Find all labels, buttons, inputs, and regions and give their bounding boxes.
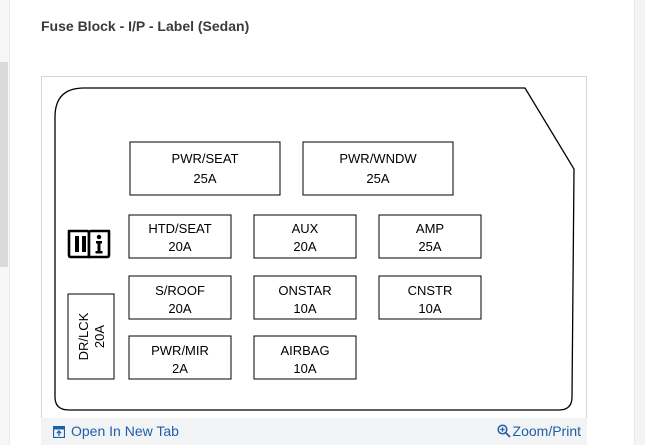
fuse-label: S/ROOF: [155, 283, 205, 298]
fuse-label: AMP: [416, 221, 444, 236]
fuse-rating: 20A: [168, 239, 191, 254]
fuse-rating: 20A: [293, 239, 316, 254]
zoom-print-label: Zoom/Print: [512, 423, 581, 439]
fuse-rating: 20A: [92, 325, 107, 348]
fuse-label: CNSTR: [408, 283, 453, 298]
left-scrollbar[interactable]: [0, 62, 8, 267]
fuse-rating: 25A: [418, 239, 441, 254]
fuse-label: AIRBAG: [280, 343, 329, 358]
fuse-pwr-seat: PWR/SEAT 25A: [129, 141, 281, 196]
manual-book-info-icon: [67, 229, 111, 259]
open-in-new-tab-icon: [53, 426, 65, 438]
fuse-cnstr: CNSTR 10A: [378, 275, 482, 320]
fuse-block-outline: [54, 87, 575, 411]
fuse-label: ONSTAR: [278, 283, 331, 298]
fuse-htd-seat: HTD/SEAT 20A: [128, 214, 232, 259]
fuse-label: DR/LCK: [76, 312, 91, 360]
figure-panel: PWR/SEAT 25A PWR/WNDW 25A HTD/SEAT 20A A…: [41, 76, 587, 445]
fuse-rating: 10A: [418, 301, 441, 316]
fuse-pwr-mir: PWR/MIR 2A: [128, 335, 232, 380]
fuse-onstar: ONSTAR 10A: [253, 275, 357, 320]
fuse-amp: AMP 25A: [378, 214, 482, 259]
right-pane-edge: [634, 0, 645, 445]
fuse-label: PWR/MIR: [151, 343, 209, 358]
fuse-rating: 10A: [293, 361, 316, 376]
open-in-new-tab-link[interactable]: Open In New Tab: [53, 423, 179, 439]
fuse-label: AUX: [292, 221, 319, 236]
fuse-rating: 10A: [293, 301, 316, 316]
figure-footer: Open In New Tab Zoom/Print: [41, 418, 587, 445]
fuse-aux: AUX 20A: [253, 214, 357, 259]
fuse-airbag: AIRBAG 10A: [253, 335, 357, 380]
zoom-in-icon: [496, 424, 511, 438]
fuse-label: PWR/WNDW: [339, 151, 417, 166]
fuse-dr-lck: DR/LCK 20A: [67, 293, 115, 380]
fuse-label: PWR/SEAT: [172, 151, 239, 166]
fuse-label: HTD/SEAT: [148, 221, 211, 236]
fuse-rating: 25A: [193, 171, 216, 186]
open-in-new-tab-label: Open In New Tab: [71, 423, 179, 439]
fuse-block-diagram: PWR/SEAT 25A PWR/WNDW 25A HTD/SEAT 20A A…: [54, 87, 575, 411]
fuse-pwr-wndw: PWR/WNDW 25A: [302, 141, 454, 196]
fuse-rating: 25A: [366, 171, 389, 186]
page-title: Fuse Block - I/P - Label (Sedan): [41, 18, 250, 34]
fuse-rating: 2A: [172, 361, 188, 376]
zoom-print-link[interactable]: Zoom/Print: [496, 423, 581, 439]
fuse-rating: 20A: [168, 301, 191, 316]
fuse-s-roof: S/ROOF 20A: [128, 275, 232, 320]
